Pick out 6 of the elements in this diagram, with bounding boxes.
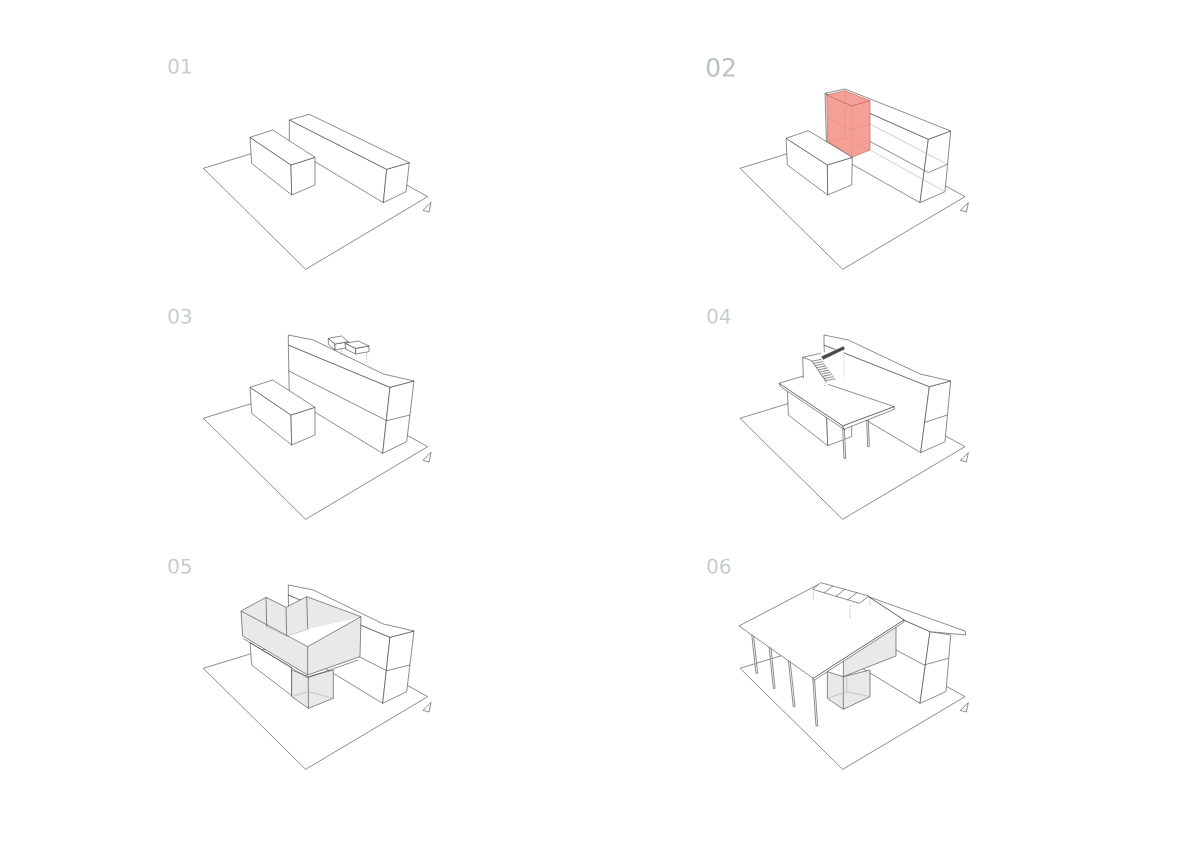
panel-number: 02 (706, 57, 735, 77)
panel-number: 06 (707, 558, 731, 574)
panel-number: 04 (707, 308, 731, 324)
panel-number: 05 (168, 558, 191, 574)
panel-number: 01 (168, 58, 191, 74)
panel-number: 03 (168, 308, 192, 324)
